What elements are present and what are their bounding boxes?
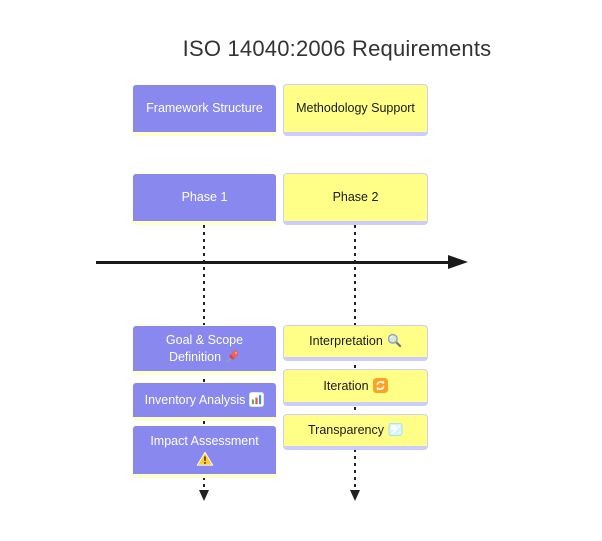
node-label: Phase 1 (181, 190, 228, 205)
node-methodology-support: Methodology Support (283, 84, 428, 136)
node-phase-2: Phase 2 (283, 173, 428, 225)
node-phase-1: Phase 1 (132, 173, 277, 225)
node-label: Transparency (308, 423, 384, 438)
node-inventory-analysis: Inventory Analysis (132, 382, 277, 421)
node-label: Framework Structure (146, 101, 263, 116)
repeat-icon (372, 377, 388, 393)
node-goal-scope-definition: Goal & Scope Definition (132, 325, 277, 375)
node-transparency: Transparency (283, 414, 428, 450)
node-label: Impact Assessment (150, 434, 259, 449)
magnifier-icon (387, 333, 402, 348)
timeline-arrow-line (96, 261, 450, 264)
node-label: Goal & Scope Definition (165, 332, 244, 364)
node-label: Methodology Support (296, 101, 415, 116)
warning-icon (150, 451, 258, 467)
node-label: Interpretation (309, 334, 383, 349)
pushpin-icon (225, 349, 240, 364)
timeline-arrowhead-icon (448, 255, 468, 269)
node-interpretation: Interpretation (283, 325, 428, 361)
node-framework-structure: Framework Structure (132, 84, 277, 136)
node-label: Iteration (323, 378, 369, 393)
node-label: Phase 2 (332, 190, 379, 205)
node-iteration: Iteration (283, 369, 428, 406)
down-arrowhead-right (350, 490, 360, 501)
page-title: ISO 14040:2006 Requirements (182, 36, 492, 61)
bar-chart-icon (249, 391, 265, 407)
node-label: Inventory Analysis (144, 392, 246, 407)
node-impact-assessment: Impact Assessment (132, 425, 277, 478)
transparency-icon (388, 422, 403, 437)
down-arrowhead-left (199, 490, 209, 501)
